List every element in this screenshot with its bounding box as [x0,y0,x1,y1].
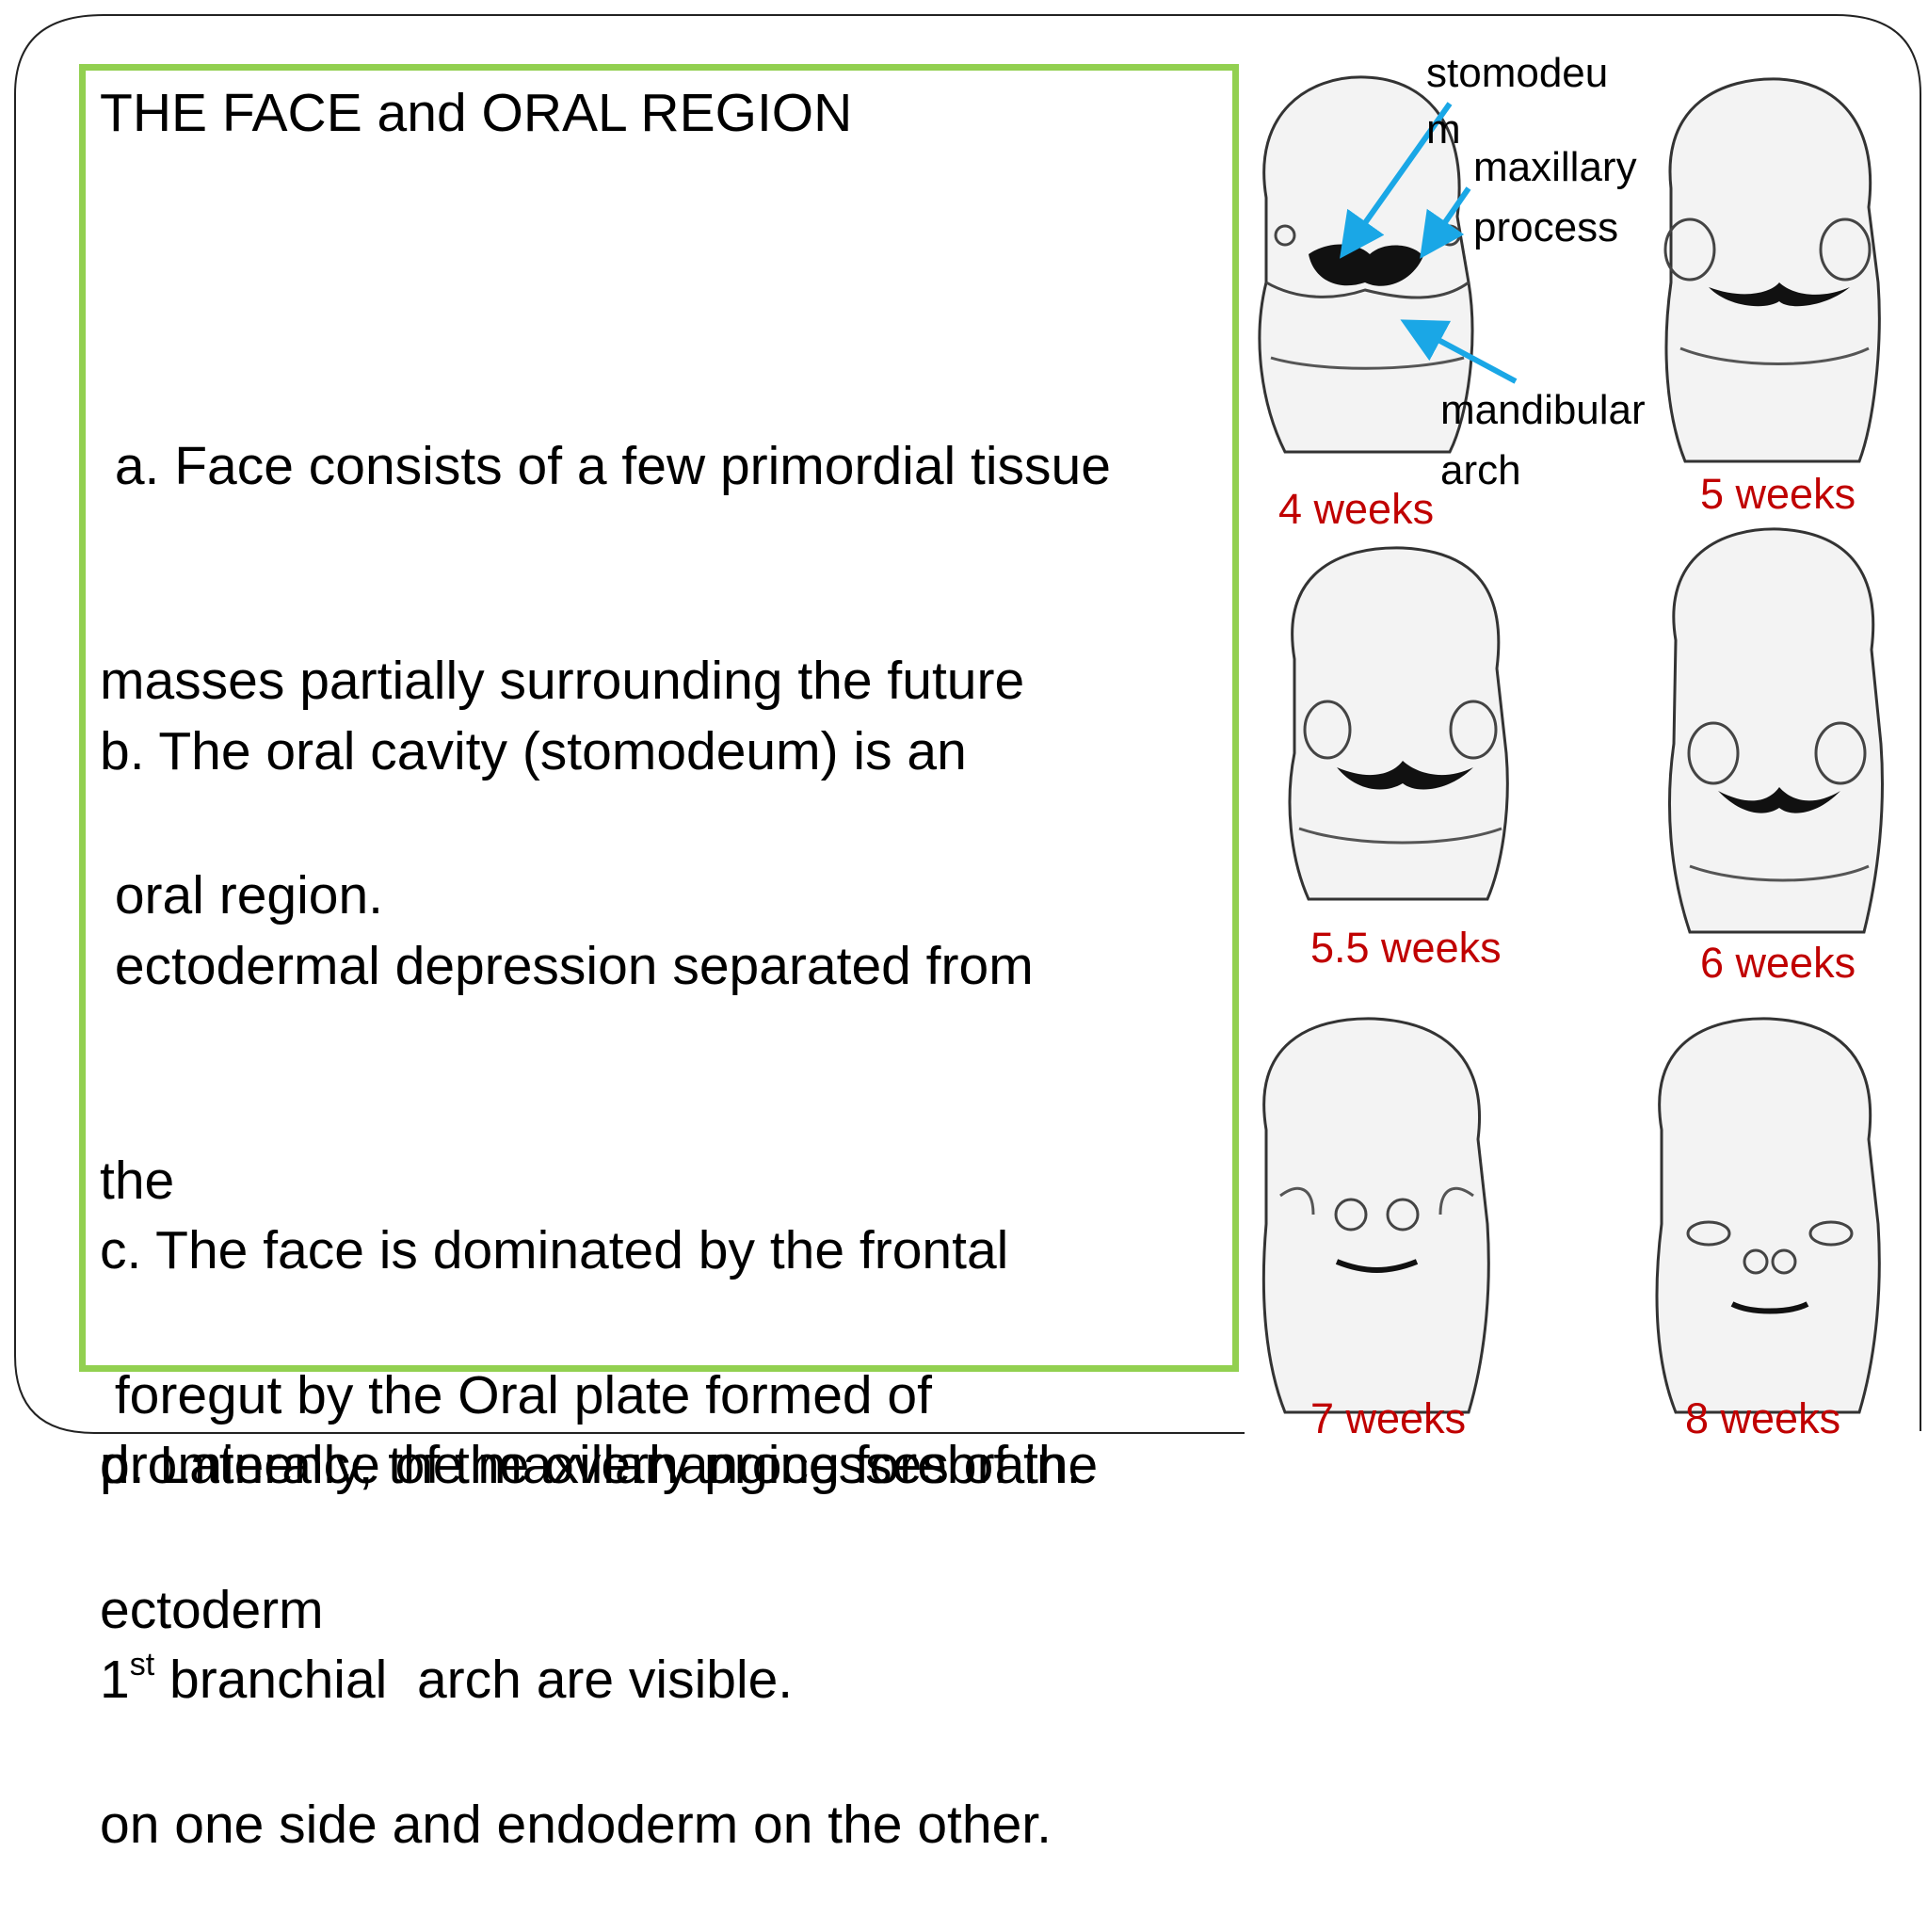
maxillary-label-line2: process [1473,204,1618,250]
stage-label-6-weeks: 6 weeks [1700,939,1856,987]
paragraph-b-line: ectodermal depression separated from [100,936,1034,996]
stage-label-4-weeks: 4 weeks [1278,485,1434,533]
maxillary-arrow [1420,186,1471,259]
paragraph-d-line: d. Laterally, the maxillary processes of… [100,1435,1099,1495]
paragraph-b-line: b. The oral cavity (stomodeum) is an [100,721,967,781]
embryo-8-weeks [1655,1017,1881,1414]
paragraph-b-line: on one side and endoderm on the other. [100,1795,1052,1855]
mandibular-arrow [1400,319,1518,384]
slide-frame [14,14,1921,1434]
stomodeum-label-line2: m [1426,106,1461,153]
mandibular-label-line1: mandibular [1440,387,1646,433]
paragraph-d: d. Laterally, the maxillary processes of… [100,1286,1098,1787]
paragraph-c-line: c. The face is dominated by the frontal [100,1220,1009,1280]
paragraph-d-rest: branchial arch are visible. [154,1650,794,1710]
paragraph-b-line: foregut by the Oral plate formed of [100,1365,932,1425]
embryo-5-weeks [1663,77,1881,463]
ordinal-number: 1 [100,1650,130,1710]
stage-label-7-weeks: 7 weeks [1310,1394,1466,1442]
maxillary-label-line1: maxillary [1473,144,1637,190]
paragraph-a-line: a. Face consists of a few primordial tis… [100,436,1111,496]
content-box [79,64,1239,1372]
embryo-face-figure: stomodeu m maxillary process mandibular … [1258,50,1884,1442]
embryo-5-5-weeks [1288,546,1509,901]
slide-title: THE FACE and ORAL REGION [100,83,853,143]
stage-label-5-5-weeks: 5.5 weeks [1310,924,1502,972]
stomodeum-arrow [1340,102,1453,259]
paragraph-b-line: the [100,1151,175,1211]
paragraph-a-line: masses partially surrounding the future [100,651,1025,711]
stomodeum-label-line1: stomodeu [1426,50,1608,96]
paragraph-a-line: oral region. [100,865,384,926]
paragraph-d-line: 1st branchial arch are visible. [100,1644,1098,1715]
ordinal-suffix: st [129,1647,155,1682]
embryo-6-weeks [1668,527,1884,934]
paragraph-a: a. Face consists of a few primordial tis… [100,287,1111,1003]
mandibular-label-line2: arch [1440,447,1521,493]
stage-label-8-weeks: 8 weeks [1685,1394,1840,1442]
embryo-7-weeks [1261,1017,1490,1414]
stage-label-5-weeks: 5 weeks [1700,470,1856,518]
